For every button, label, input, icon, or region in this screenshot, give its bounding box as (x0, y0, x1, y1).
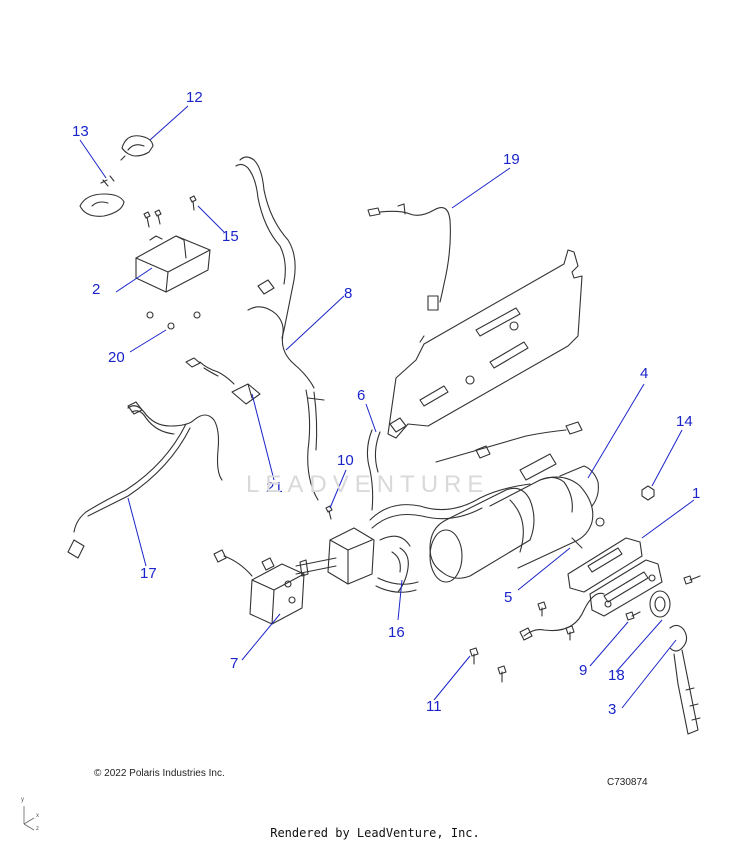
callout-2[interactable]: 2 (92, 281, 101, 298)
part-12-clip (120, 135, 154, 161)
part-19-sensor-harness (367, 203, 451, 311)
part-1-fairlead (567, 537, 663, 617)
part-16-wires (391, 547, 409, 593)
callout-12[interactable]: 12 (186, 89, 203, 106)
part-9-lead (519, 592, 605, 641)
axis-label-z: z (36, 826, 39, 832)
figure-code: C730874 (607, 777, 648, 788)
callout-10[interactable]: 10 (337, 452, 354, 469)
part-3-hook (669, 624, 701, 735)
part-18-stopper (649, 590, 671, 618)
callout-21[interactable]: 21 (266, 479, 283, 496)
part-11-bolts (469, 601, 575, 683)
part-13-screw (100, 175, 115, 187)
part-2-module (135, 235, 211, 293)
callout-11[interactable]: 11 (426, 698, 442, 715)
axis-label-y: y (21, 797, 24, 803)
callout-5[interactable]: 5 (504, 589, 513, 606)
part-21-connector (185, 357, 261, 405)
callout-4[interactable]: 4 (640, 365, 649, 382)
contactor-cluster (295, 483, 531, 593)
part-13-base (79, 193, 125, 217)
part-4-winch (429, 453, 605, 583)
callout-20[interactable]: 20 (108, 349, 125, 366)
part-8-cable (235, 156, 325, 501)
callout-16[interactable]: 16 (388, 624, 405, 641)
callout-7[interactable]: 7 (230, 655, 239, 672)
callout-13[interactable]: 13 (72, 123, 89, 140)
rendered-by-footer: Rendered by LeadVenture, Inc. (270, 826, 480, 840)
leader-lines (79, 105, 695, 709)
callout-17[interactable]: 17 (140, 565, 157, 582)
callout-18[interactable]: 18 (608, 667, 625, 684)
callout-15[interactable]: 15 (222, 228, 239, 245)
part-20-nuts (146, 311, 201, 330)
bolts-right (625, 575, 701, 621)
part-10-bolt (325, 505, 333, 520)
callout-9[interactable]: 9 (579, 662, 588, 679)
callout-8[interactable]: 8 (344, 285, 353, 302)
axis-triad (23, 806, 35, 831)
part-17-harness (67, 401, 223, 559)
callout-6[interactable]: 6 (357, 387, 366, 404)
copyright-text: © 2022 Polaris Industries Inc. (94, 768, 225, 779)
axis-label-x: x (36, 813, 39, 819)
callout-3[interactable]: 3 (608, 701, 617, 718)
part-15-screws (143, 195, 197, 228)
callout-19[interactable]: 19 (503, 151, 520, 168)
callout-14[interactable]: 14 (676, 413, 693, 430)
mounting-plate (387, 249, 583, 439)
part-14-nut (641, 485, 655, 501)
part-7-solenoid (213, 549, 305, 625)
part-6-cable (366, 417, 407, 511)
watermark: LEADVENTURE (246, 471, 490, 498)
callout-1[interactable]: 1 (692, 485, 701, 502)
winch-cable-top (435, 421, 583, 463)
